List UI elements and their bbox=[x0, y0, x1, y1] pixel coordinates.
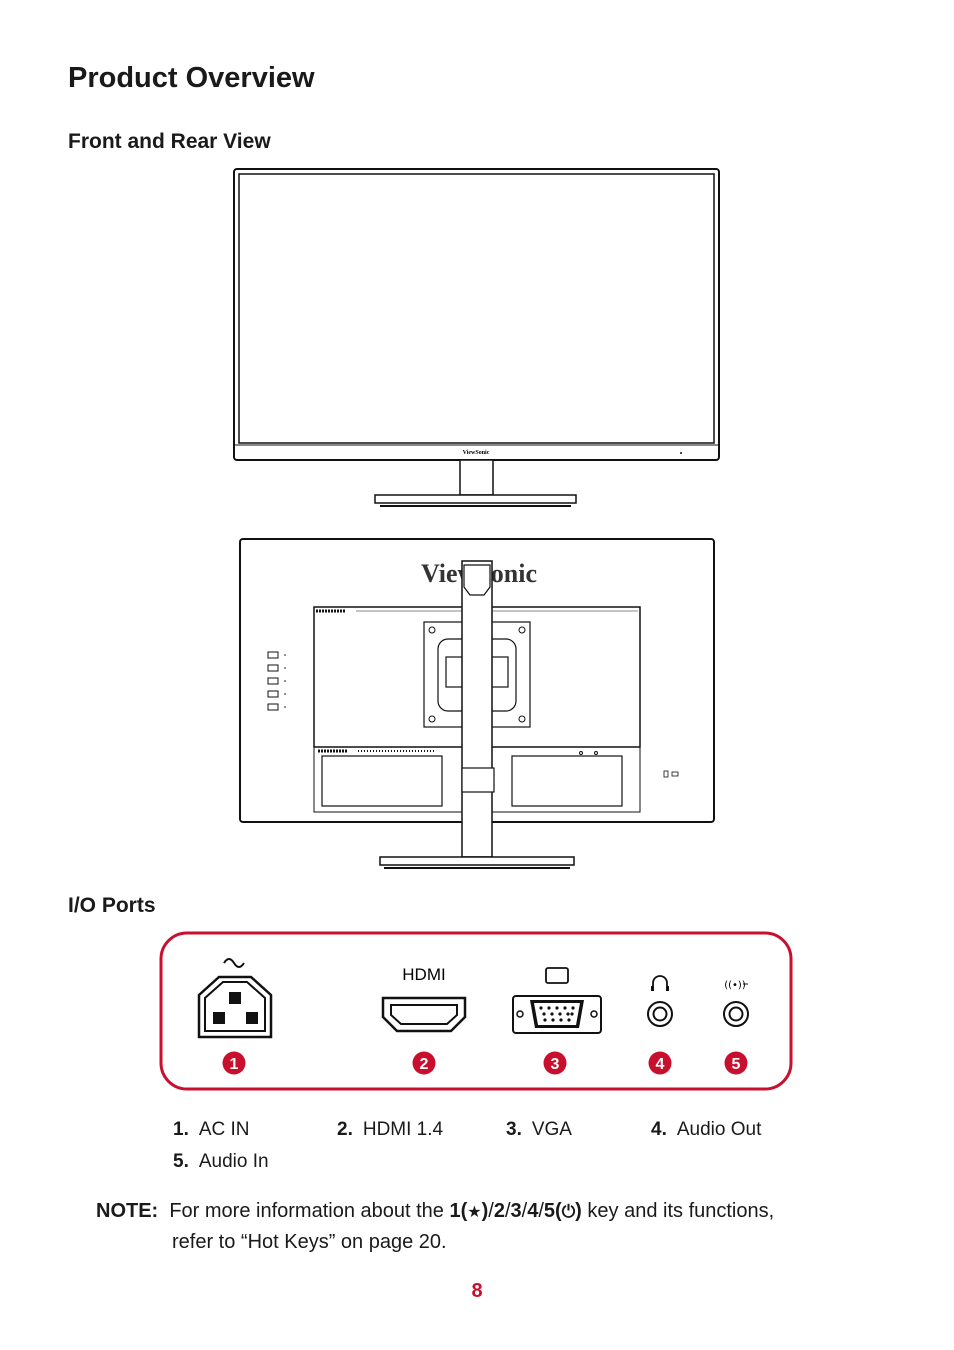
svg-text:((•)): ((•)) bbox=[724, 980, 746, 991]
vga-port-icon bbox=[512, 967, 602, 1034]
section-heading-front-rear: Front and Rear View bbox=[68, 130, 271, 153]
front-brand-text: ViewSonic bbox=[463, 450, 490, 456]
legend-item-audio-in: 5.Audio In bbox=[173, 1151, 269, 1172]
note-prefix: NOTE: bbox=[96, 1200, 159, 1222]
legend-item-vga: 3.VGA bbox=[506, 1119, 572, 1140]
legend-item-ac-in: 1.AC IN bbox=[173, 1119, 250, 1140]
power-led-dot bbox=[680, 452, 682, 454]
io-ports-panel: HDMI ((•)) 1 2 bbox=[159, 931, 793, 1091]
headphone-icon bbox=[647, 975, 673, 1027]
legend-item-audio-out: 4.Audio Out bbox=[651, 1119, 762, 1140]
port-marker-5: 5 bbox=[724, 1051, 748, 1075]
port-marker-2: 2 bbox=[412, 1051, 436, 1075]
legend-item-hdmi: 2.HDMI 1.4 bbox=[337, 1119, 444, 1140]
star-icon: ★ bbox=[467, 1202, 482, 1221]
svg-text:5: 5 bbox=[732, 1056, 741, 1073]
note-line-2: refer to “Hot Keys” on page 20. bbox=[172, 1231, 447, 1253]
front-view-illustration: ViewSonic bbox=[233, 168, 720, 507]
page-title: Product Overview bbox=[68, 62, 315, 94]
svg-text:3: 3 bbox=[551, 1056, 560, 1073]
note-paragraph: NOTE: For more information about the 1(★… bbox=[96, 1196, 896, 1257]
audio-in-icon: ((•)) bbox=[723, 980, 749, 1027]
hdmi-port-icon bbox=[381, 996, 467, 1033]
section-heading-io-ports: I/O Ports bbox=[68, 894, 156, 917]
ac-in-icon bbox=[197, 958, 273, 1039]
hdmi-label: HDMI bbox=[402, 965, 445, 984]
svg-text:4: 4 bbox=[656, 1056, 665, 1073]
svg-text:2: 2 bbox=[420, 1056, 429, 1073]
port-marker-4: 4 bbox=[648, 1051, 672, 1075]
power-icon: ⏻ bbox=[561, 1202, 576, 1222]
port-marker-1: 1 bbox=[222, 1051, 246, 1075]
hot-keys-group bbox=[267, 651, 286, 711]
port-marker-3: 3 bbox=[543, 1051, 567, 1075]
rear-view-illustration: ViewSonic bbox=[239, 538, 715, 869]
svg-text:1: 1 bbox=[230, 1056, 239, 1073]
page-number: 8 bbox=[471, 1280, 483, 1302]
